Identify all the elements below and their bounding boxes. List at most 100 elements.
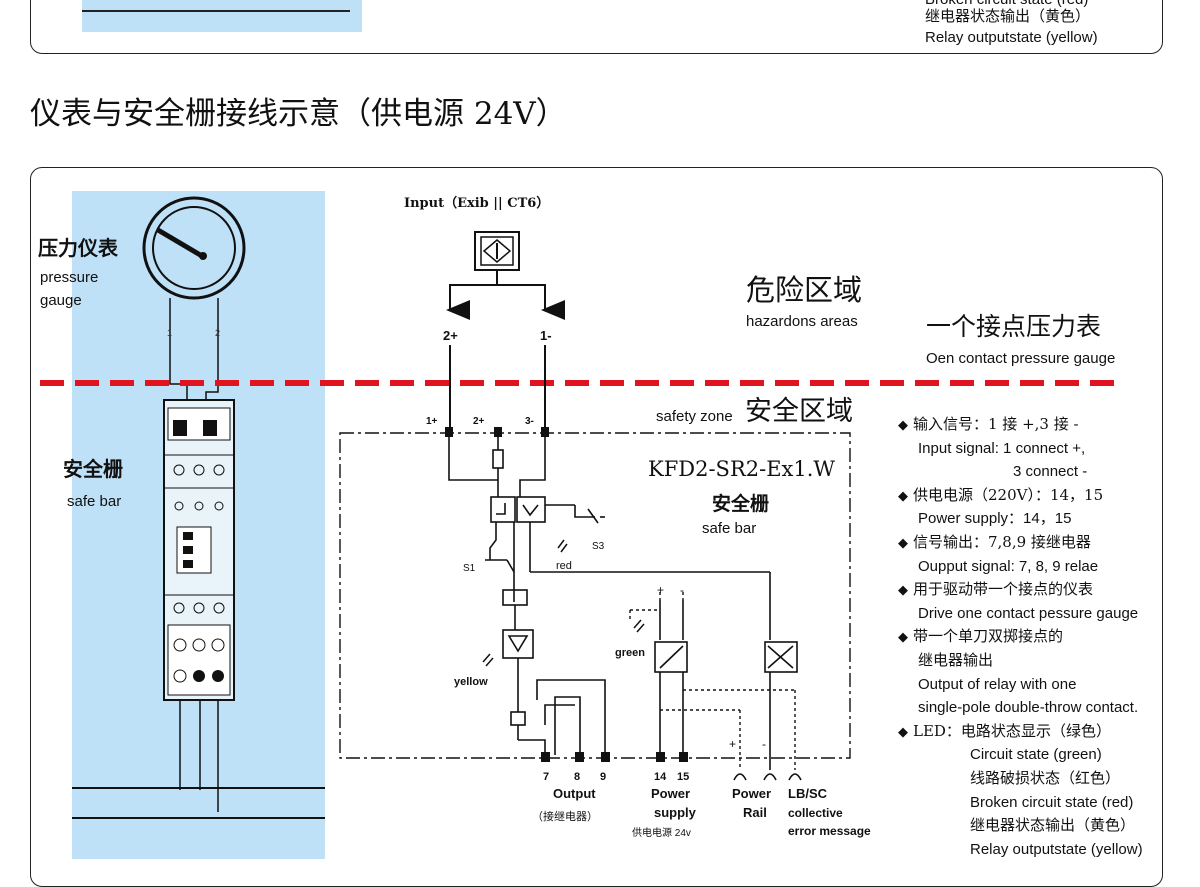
diagram-title-cn: 一个接点压力表 — [926, 312, 1102, 341]
rail-connectors — [733, 773, 802, 781]
note-line: 线路破损状态（红色） — [898, 767, 1196, 791]
diagram-title-en: Oen contact pressure gauge — [926, 350, 1116, 367]
label-lbsc-3: error message — [788, 824, 871, 838]
diamond-bullet-icon: ◆ — [898, 534, 908, 550]
gauge-pin-2: 2 — [215, 328, 220, 338]
hazard-label-en: hazardons areas — [746, 313, 858, 330]
terminal-8: 8 — [574, 771, 580, 783]
label-power-rail-1: Power — [732, 786, 771, 801]
note-line: single-pole double-throw contact. — [898, 696, 1196, 720]
label-supply: supply — [654, 805, 697, 820]
sensor-icon — [474, 231, 520, 271]
barrier-label-en: safe bar — [702, 520, 757, 537]
note-line: 继电器状态输出（黄色） — [898, 814, 1196, 838]
terminal-15: 15 — [677, 771, 689, 783]
hazard-label-cn: 危险区域 — [746, 273, 863, 307]
power-circuit — [654, 600, 798, 770]
notes-list: ◆ 输入信号：1 接 +,3 接 - Input signal: 1 connect… — [898, 413, 1196, 861]
top-panel-blue-strip — [82, 0, 362, 32]
output-terminals — [541, 752, 610, 762]
safety-zone-label-cn: 安全区域 — [745, 396, 853, 427]
barrier-label-cn: 安全栅 — [712, 493, 770, 515]
gauge-label-en-2: gauge — [40, 292, 82, 309]
note-line: Power supply：14，15 — [898, 507, 1196, 531]
diamond-bullet-icon: ◆ — [898, 629, 908, 645]
input-circuit — [448, 437, 771, 755]
note-line: ◆ 输入信号：1 接 +,3 接 - — [898, 413, 1196, 437]
power-minus: - — [680, 583, 684, 597]
terminal-9: 9 — [600, 771, 606, 783]
note-text: Relay outputstate (yellow) — [970, 840, 1143, 858]
terminal-7: 7 — [543, 771, 549, 783]
label-s3: S3 — [592, 541, 605, 552]
gauge-pin-1: 1 — [167, 328, 172, 338]
label-output-cn: （接继电器） — [532, 810, 598, 823]
terminal-14: 14 — [654, 771, 667, 783]
note-text: 继电器状态输出（黄色） — [970, 816, 1136, 835]
barrier-boundary — [339, 432, 851, 759]
note-line: Output of relay with one — [898, 673, 1196, 697]
page-title: 仪表与安全栅接线示意（供电源 24V） — [30, 96, 567, 132]
note-text: 供电电源（220V）：14，15 — [913, 485, 1104, 504]
top-note-line-1: Broken circuit state (red) — [925, 0, 1088, 9]
relay-contacts — [536, 679, 606, 755]
barrier-label-en-left: safe bar — [67, 493, 122, 510]
power-terminals — [656, 752, 688, 762]
label-power-rail-2: Rail — [743, 805, 767, 820]
top-note-line-3: Relay outputstate (yellow) — [925, 29, 1098, 46]
note-line: ◆ 带一个单刀双掷接点的 — [898, 625, 1196, 649]
top-note-line-2: 继电器状态输出（黄色） — [925, 7, 1091, 25]
note-line: Oupput signal: 7, 8, 9 relae — [898, 555, 1196, 579]
note-text: Output of relay with one — [918, 675, 1077, 693]
top-panel-rail — [82, 10, 350, 12]
label-green: green — [615, 647, 645, 659]
wiring-diagram: 1 2 — [40, 196, 1115, 839]
note-line: 3 connect - — [898, 460, 1196, 484]
note-line: Circuit state (green) — [898, 743, 1196, 767]
note-text: Circuit state (green) — [970, 746, 1102, 764]
note-line: 继电器输出 — [898, 649, 1196, 673]
diamond-bullet-icon: ◆ — [898, 582, 908, 598]
pressure-gauge-icon — [142, 196, 246, 300]
label-lbsc-1: LB/SC — [788, 786, 828, 801]
gauge-label-en-1: pressure — [40, 269, 99, 286]
field-wiring — [446, 270, 565, 432]
note-text: 3 connect - — [1013, 463, 1088, 481]
note-line: ◆ 用于驱动带一个接点的仪表 — [898, 578, 1196, 602]
note-line: Drive one contact pessure gauge — [898, 602, 1196, 626]
diamond-bullet-icon: ◆ — [898, 487, 908, 503]
note-text: Oupput signal: 7, 8, 9 relae — [918, 557, 1099, 575]
label-yellow: yellow — [454, 676, 488, 688]
dotted-bus — [629, 592, 796, 770]
note-line: ◆ 信号输出：7,8,9 接继电器 — [898, 531, 1196, 555]
field-terminal-2plus: 2+ — [443, 328, 458, 343]
note-line: ◆ 供电电源（220V）：14，15 — [898, 484, 1196, 508]
note-text: 信号输出：7,8,9 接继电器 — [913, 532, 1091, 551]
led-arrow-yellow — [482, 653, 494, 667]
note-text: 线路破损状态（红色） — [970, 768, 1121, 787]
note-text: LED：电路状态显示（绿色） — [913, 721, 1111, 740]
label-lbsc-2: collective — [788, 806, 843, 820]
gauge-label-cn: 压力仪表 — [38, 236, 118, 260]
diamond-bullet-icon: ◆ — [898, 417, 908, 432]
note-line: ◆ LED：电路状态显示（绿色） — [898, 720, 1196, 744]
power-plus: + — [657, 583, 664, 597]
label-red: red — [556, 560, 572, 572]
safety-barrier-module — [163, 399, 235, 701]
note-text: 带一个单刀双掷接点的 — [913, 627, 1064, 646]
terminal-3minus: 3- — [525, 416, 534, 427]
note-line: Relay outputstate (yellow) — [898, 838, 1196, 862]
note-text: Input signal: 1 connect +, — [918, 439, 1086, 457]
note-text: single-pole double-throw contact. — [918, 699, 1139, 717]
rail-minus: - — [762, 737, 766, 751]
terminal-2plus: 2+ — [473, 416, 485, 427]
note-text: 输入信号：1 接 +,3 接 - — [913, 415, 1079, 433]
led-arrow-red — [557, 539, 568, 553]
diamond-bullet-icon: ◆ — [898, 723, 908, 739]
note-line: Broken circuit state (red) — [898, 791, 1196, 815]
rail-plus: + — [729, 737, 736, 751]
note-text: 用于驱动带一个接点的仪表 — [913, 580, 1094, 599]
din-rails — [72, 787, 325, 819]
label-power: Power — [651, 786, 690, 801]
barrier-terminals-top — [445, 427, 549, 437]
